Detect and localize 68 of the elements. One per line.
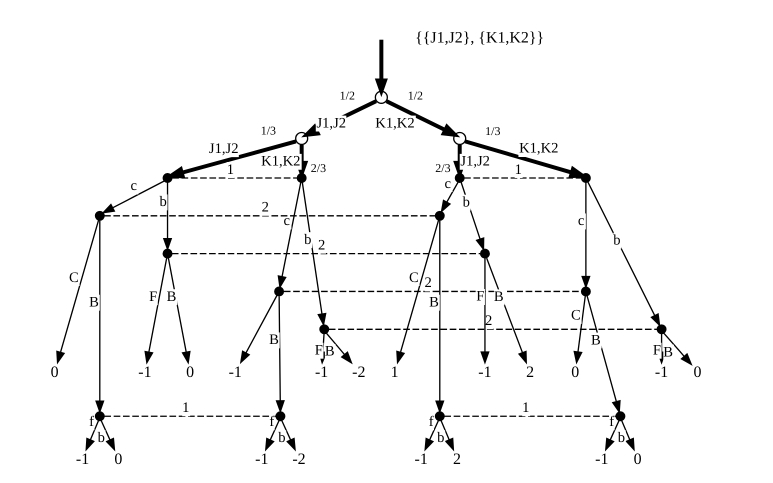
node-text: -1 xyxy=(228,363,242,380)
node-text: -1 xyxy=(138,363,152,380)
edge-label: b xyxy=(278,429,286,446)
node-text: 1 xyxy=(390,363,398,380)
edge-label: K1,K2 xyxy=(374,114,414,131)
edge-label: J1,J2 xyxy=(460,153,490,170)
edge-label: f xyxy=(268,413,274,430)
edge-label: 2 xyxy=(261,199,268,216)
edge-label: B xyxy=(166,288,176,304)
label: 1/3 xyxy=(260,123,276,138)
edge-label: 1 xyxy=(182,399,189,416)
node-text: 0 xyxy=(633,450,642,468)
node-text: -1 xyxy=(478,363,492,380)
edge-label: B xyxy=(88,294,98,310)
edge-label: 1 xyxy=(514,161,522,178)
edge-label: b xyxy=(436,429,444,446)
node-text: -2 xyxy=(292,450,306,468)
edge-label: C xyxy=(68,269,78,286)
node-text: 2 xyxy=(452,450,461,468)
edge-label: F xyxy=(476,288,484,304)
edge-label: C xyxy=(408,269,418,286)
node-text: -2 xyxy=(352,363,365,380)
edge-label: c xyxy=(444,175,451,192)
edge-label: 1 xyxy=(226,161,234,178)
edge-label: c xyxy=(130,178,136,194)
node-text: 0 xyxy=(186,363,194,380)
node-text: 0 xyxy=(692,363,701,380)
node-text: -1 xyxy=(594,450,608,468)
edge-label: c xyxy=(577,212,584,229)
edge-label: J1,J2 xyxy=(316,114,346,131)
edge-label: f xyxy=(428,413,434,430)
node-text: 2 xyxy=(526,363,534,380)
edge-label: B xyxy=(268,332,278,348)
edge-label: K1,K2 xyxy=(260,153,300,170)
edge-label: b xyxy=(612,232,620,248)
edge-label: b xyxy=(159,194,166,210)
node-text: -1 xyxy=(414,450,428,468)
node-text: 0 xyxy=(50,363,58,380)
label: 2/3 xyxy=(310,160,326,174)
node-text: -1 xyxy=(75,450,89,468)
edge-label: 2 xyxy=(317,236,325,253)
edge-label: F xyxy=(148,288,157,304)
edge-label: B xyxy=(428,294,438,310)
edge-label: b xyxy=(97,429,104,446)
edge-label: K1,K2 xyxy=(518,140,558,156)
edge-label: b xyxy=(462,194,470,210)
edge-label: c xyxy=(282,212,290,229)
edge-label: f xyxy=(608,413,614,430)
edge-label: J1,J2 xyxy=(208,140,238,156)
edge-label: 2 xyxy=(484,312,492,329)
edge-label: B xyxy=(590,332,600,348)
label: 1/3 xyxy=(484,123,500,138)
node-text: -1 xyxy=(254,450,268,468)
node-text: 0 xyxy=(114,450,122,468)
edge-label: b xyxy=(617,429,625,446)
edge-label: B xyxy=(493,288,504,305)
edge-label: 1 xyxy=(522,399,529,416)
node-text: 0 xyxy=(570,363,579,380)
edge-label: f xyxy=(88,413,94,430)
edge-label: b xyxy=(304,231,311,248)
edge-label: C xyxy=(570,307,580,324)
edge-label: 2 xyxy=(424,274,432,291)
label: {{J1,J2}, {K1,K2}} xyxy=(414,28,544,46)
node-text: -1 xyxy=(314,363,328,380)
node-text: -1 xyxy=(654,363,668,380)
label: 1/2 xyxy=(339,88,354,102)
label: 1/2 xyxy=(407,88,422,102)
label: 2/3 xyxy=(434,160,450,174)
